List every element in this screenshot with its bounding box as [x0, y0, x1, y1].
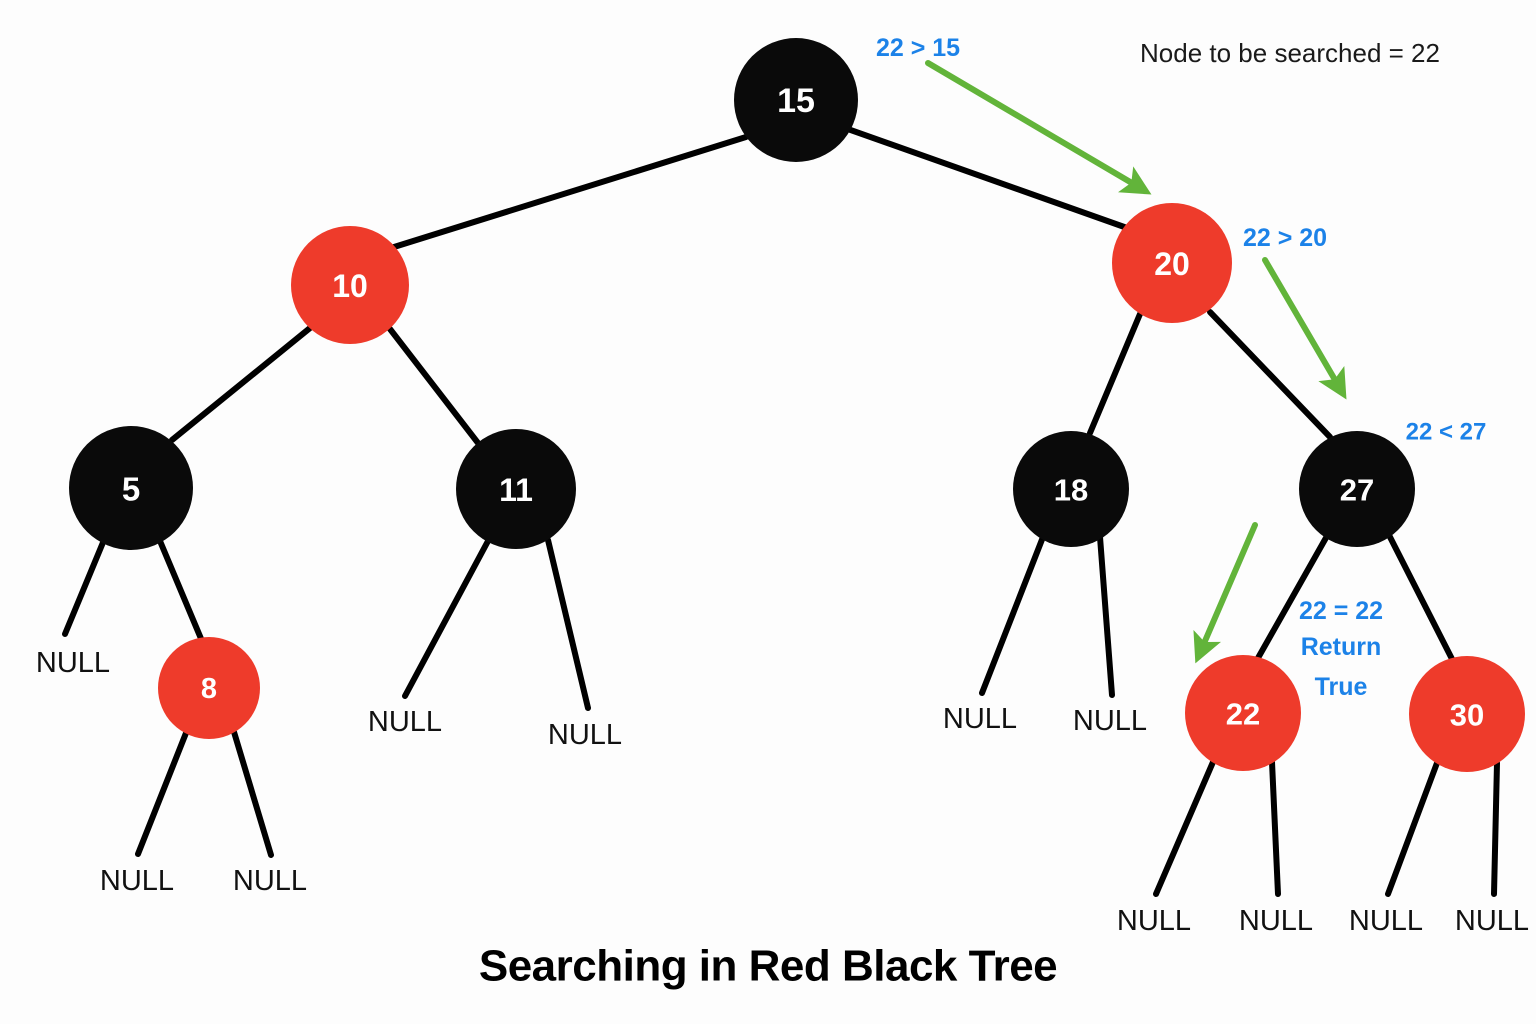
- tree-node-27[interactable]: 27: [1299, 431, 1415, 547]
- tree-edge: [1087, 311, 1143, 436]
- tree-node-15[interactable]: 15: [734, 38, 858, 162]
- node-circle-red: [1112, 203, 1232, 323]
- annot-return: Return: [1301, 633, 1382, 661]
- node-circle-black: [734, 38, 858, 162]
- node-value-label: 18: [1054, 473, 1088, 508]
- tree-edge: [1269, 759, 1281, 897]
- node-value-label: 11: [499, 472, 533, 508]
- search-target-note: Node to be searched = 22: [1140, 38, 1440, 68]
- tree-edge: [157, 538, 205, 644]
- arrow-root-to-20-icon: [925, 60, 1152, 195]
- tree-edge: [1255, 533, 1330, 661]
- node-circle-black: [456, 429, 576, 549]
- node-value-label: 5: [122, 471, 140, 508]
- node-value-label: 8: [201, 673, 217, 705]
- tree-edge: [402, 538, 491, 699]
- null-leaf-label: NULL: [233, 865, 307, 897]
- node-circle-red: [1185, 655, 1301, 771]
- node-value-label: 22: [1226, 697, 1260, 732]
- node-value-label: 15: [777, 82, 815, 120]
- node-value-label: 20: [1154, 246, 1190, 282]
- null-leaf-label: NULL: [1073, 705, 1147, 737]
- tree-edge: [979, 534, 1046, 696]
- arrow-20-to-27-icon: [1262, 257, 1347, 400]
- tree-node-22[interactable]: 22: [1185, 655, 1301, 771]
- annot-22-eq-22: 22 = 22: [1299, 597, 1383, 625]
- node-circle-black: [69, 426, 193, 550]
- tree-edge: [169, 325, 313, 443]
- annot-true: True: [1315, 673, 1368, 701]
- tree-node-5[interactable]: 5: [69, 426, 193, 550]
- tree-edge: [1385, 760, 1440, 897]
- diagram-caption: Searching in Red Black Tree: [479, 942, 1057, 991]
- tree-edge: [62, 537, 107, 637]
- tree-node-8[interactable]: 8: [158, 637, 260, 739]
- tree-edge: [842, 125, 1133, 232]
- tree-edge: [231, 729, 274, 858]
- node-circle-red: [158, 637, 260, 739]
- null-leaf-label: NULL: [548, 719, 622, 751]
- tree-edge: [1153, 759, 1216, 897]
- null-leaf-label: NULL: [100, 865, 174, 897]
- node-circle-red: [291, 226, 409, 344]
- null-leaf-label: NULL: [1239, 905, 1313, 937]
- tree-nodes: 15 10 20 5 11 18 27 8 22 30: [69, 38, 1525, 772]
- node-value-label: 27: [1340, 473, 1374, 508]
- null-leaf-label: NULL: [943, 703, 1017, 735]
- annot-22-gt-20: 22 > 20: [1243, 224, 1327, 252]
- node-circle-red: [1409, 656, 1525, 772]
- tree-edge: [1207, 309, 1333, 440]
- tree-edge: [1491, 760, 1500, 897]
- node-value-label: 10: [332, 268, 368, 304]
- tree-node-30[interactable]: 30: [1409, 656, 1525, 772]
- node-circle-black: [1299, 431, 1415, 547]
- annot-22-gt-15: 22 > 15: [876, 34, 960, 62]
- tree-edge: [1097, 534, 1115, 698]
- node-circle-black: [1013, 431, 1129, 547]
- tree-node-11[interactable]: 11: [456, 429, 576, 549]
- null-leaf-label: NULL: [1455, 905, 1529, 937]
- search-path-arrows: [925, 60, 1347, 664]
- tree-edge: [391, 134, 749, 250]
- tree-edge: [387, 326, 481, 446]
- null-leaf-label: NULL: [1117, 905, 1191, 937]
- arrow-27-to-22-icon: [1193, 522, 1258, 664]
- null-leaf-label: NULL: [1349, 905, 1423, 937]
- tree-node-20[interactable]: 20: [1112, 203, 1232, 323]
- tree-node-18[interactable]: 18: [1013, 431, 1129, 547]
- annot-22-lt-27: 22 < 27: [1406, 419, 1487, 446]
- tree-edge: [545, 537, 591, 711]
- tree-edge: [135, 730, 189, 857]
- tree-edges: [62, 125, 1500, 897]
- null-leaves: NULL NULL NULL NULL NULL NULL NULL NULL NULL NULL…: [36, 647, 1529, 937]
- node-value-label: 30: [1450, 698, 1484, 733]
- null-leaf-label: NULL: [368, 706, 442, 738]
- null-leaf-label: NULL: [36, 647, 110, 679]
- tree-edge: [1386, 532, 1455, 662]
- tree-node-10[interactable]: 10: [291, 226, 409, 344]
